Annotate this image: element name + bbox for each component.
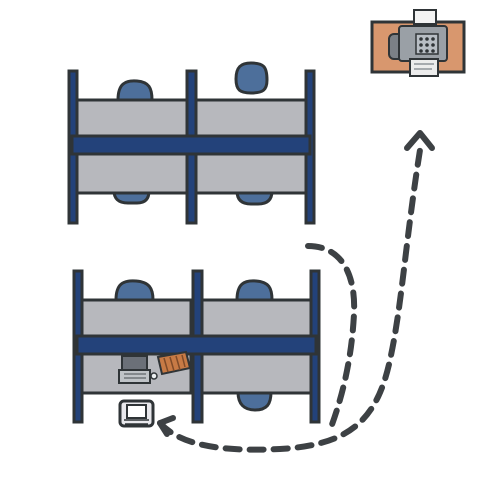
bottom-desk-lower-right[interactable] <box>200 352 313 395</box>
top-desk-lower-right[interactable] <box>194 152 308 195</box>
bottom-chair-upper-right-icon <box>235 279 274 302</box>
fax-key-1 <box>419 37 423 41</box>
bottom-desk-upper-right[interactable] <box>200 298 313 338</box>
laptop-icon[interactable] <box>118 355 151 384</box>
fax-paper-bottom <box>409 58 439 77</box>
folder-lines <box>163 354 186 373</box>
route-left-return <box>157 147 423 453</box>
fax-key-7 <box>419 49 423 53</box>
route-up-arrow-icon <box>404 130 435 151</box>
fax-key-4 <box>419 43 423 47</box>
top-chair-upper-right-icon <box>234 61 269 95</box>
bottom-chair-upper-left-icon <box>114 279 155 302</box>
route-start-branch <box>305 243 358 433</box>
fax-key-9 <box>431 49 435 53</box>
top-partition-middle <box>70 134 312 156</box>
fax-station[interactable] <box>370 9 466 77</box>
laptop-keys <box>124 373 146 379</box>
crate-inner <box>126 404 147 419</box>
top-desk-lower-left[interactable] <box>75 152 189 195</box>
crate-lines <box>124 419 149 425</box>
fax-paper-top <box>413 9 437 25</box>
bottom-desk-upper-left[interactable] <box>80 298 193 338</box>
bottom-partition-middle <box>75 334 318 356</box>
top-chair-upper-left-icon <box>116 79 154 102</box>
top-workstation-cluster <box>67 61 316 225</box>
laptop-base <box>118 369 151 384</box>
laptop-screen <box>121 355 148 372</box>
fax-key-5 <box>425 43 429 47</box>
bottom-chair-lower-right-icon <box>236 390 273 412</box>
dashed-route <box>157 130 435 453</box>
crate-icon[interactable] <box>118 399 155 428</box>
route-left-arrow-icon <box>157 415 176 437</box>
fax-key-2 <box>425 37 429 41</box>
fax-key-8 <box>425 49 429 53</box>
top-desk-upper-left[interactable] <box>75 98 189 138</box>
fax-key-3 <box>431 37 435 41</box>
folder-stack-icon[interactable] <box>156 350 192 376</box>
top-desk-upper-right[interactable] <box>194 98 308 138</box>
mouse-icon[interactable] <box>150 372 158 380</box>
fax-key-6 <box>431 43 435 47</box>
fax-paper-lines <box>414 63 434 70</box>
bottom-workstation-cluster <box>72 269 321 424</box>
